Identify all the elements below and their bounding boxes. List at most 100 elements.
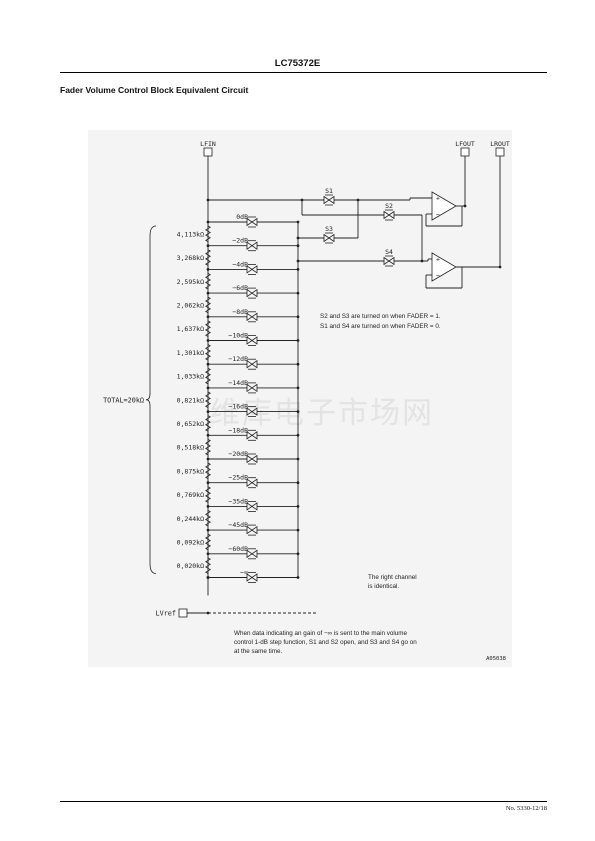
- junction-dot: [206, 268, 210, 271]
- junction-dot: [296, 236, 300, 240]
- junction-dot: [296, 386, 300, 390]
- junction-dot: [206, 433, 210, 437]
- lvref-pin: [178, 608, 188, 618]
- junction-dot: [206, 198, 210, 202]
- header-rule: [60, 72, 547, 73]
- tap-switch: [246, 454, 258, 464]
- lfin-label: LFIN: [200, 140, 216, 148]
- tap-label: −6dB: [232, 284, 248, 292]
- lrout-label: LROUT: [490, 140, 510, 148]
- tap-switch: [246, 265, 258, 274]
- switch-s3-label: S3: [325, 225, 333, 233]
- lrout-pin: [495, 147, 505, 157]
- ladder-resistor: [205, 486, 211, 503]
- resistor-value: 2,595kΩ: [177, 278, 204, 286]
- junction-dot: [296, 362, 300, 366]
- junction-dot: [206, 611, 210, 615]
- tap-label: −35dB: [228, 497, 248, 505]
- tap-label: 0dB: [236, 213, 248, 221]
- tap-label: −8dB: [232, 308, 248, 316]
- tap-switch: [246, 549, 258, 559]
- junction-dot: [300, 198, 304, 202]
- tap-switch: [246, 502, 258, 511]
- junction-dot: [296, 244, 300, 248]
- junction-dot: [296, 481, 300, 485]
- tap-switch: [246, 478, 258, 487]
- resistor-value: 3,268kΩ: [177, 254, 204, 262]
- ladder-resistor: [205, 273, 211, 290]
- junction-dot: [206, 315, 210, 319]
- resistor-value: 1,637kΩ: [177, 325, 204, 333]
- ladder-resistor: [205, 296, 211, 314]
- note-bottom-2: control 1-dB step function, S1 and S2 op…: [234, 639, 417, 646]
- lvref-label: LVref: [156, 610, 176, 618]
- tap-switch: [246, 407, 258, 416]
- resistor-value: 4,113kΩ: [177, 230, 204, 238]
- ladder-resistor: [205, 344, 211, 361]
- junction-dot: [206, 457, 210, 461]
- resistor-value: 1,033kΩ: [177, 373, 204, 381]
- total-resistance-label: TOTAL=20kΩ: [103, 396, 144, 404]
- tap-label: −4dB: [232, 260, 248, 268]
- ladder-resistor: [205, 533, 211, 551]
- junction-dot: [296, 259, 300, 263]
- junction-dot: [206, 220, 210, 224]
- lfout-label: LFOUT: [455, 140, 475, 148]
- resistor-value: 0,652kΩ: [177, 420, 204, 428]
- resistor-value: 0,020kΩ: [177, 562, 204, 570]
- switch-s4-label: S4: [385, 248, 393, 256]
- ladder-resistor: [205, 391, 211, 408]
- tap-switch: [246, 359, 258, 369]
- note-switch-2: S1 and S4 are turned on when FADER = 0.: [320, 323, 441, 330]
- note-right-channel-1: The right channel: [368, 574, 417, 581]
- tap-label: −16dB: [228, 403, 248, 411]
- note-right-channel-2: is identical.: [368, 583, 399, 590]
- ladder-resistor: [205, 438, 211, 456]
- opamp-rear-minus: −: [436, 272, 440, 280]
- ladder-resistor: [205, 225, 211, 243]
- total-bracket: [145, 225, 157, 574]
- switch-s1-label: S1: [325, 187, 333, 195]
- ladder-resistor: [205, 510, 211, 527]
- junction-dot: [356, 198, 360, 202]
- ladder-resistor: [205, 320, 211, 337]
- junction-dot: [206, 386, 210, 390]
- junction-dot: [296, 291, 300, 295]
- footer-rule: [60, 801, 547, 802]
- resistor-value: 0,518kΩ: [177, 444, 204, 452]
- junction-dot: [206, 481, 210, 485]
- note-bottom-3: at the same time.: [234, 648, 283, 655]
- resistor-value: 0,875kΩ: [177, 467, 204, 475]
- lfout-pin: [460, 147, 470, 157]
- junction-dot: [463, 204, 467, 208]
- switch-s3: [323, 233, 335, 243]
- tap-switch: [246, 525, 258, 535]
- junction-dot: [206, 291, 210, 295]
- junction-dot: [296, 576, 300, 579]
- tap-switch: [246, 431, 258, 440]
- junction-dot: [206, 339, 210, 342]
- tap-switch: [246, 241, 258, 250]
- tap-label: −18dB: [228, 426, 248, 434]
- tap-label: −10dB: [228, 332, 248, 340]
- junction-dot: [296, 268, 300, 271]
- ladder-resistor: [205, 367, 211, 385]
- switch-s2: [383, 210, 395, 220]
- junction-dot: [296, 220, 300, 224]
- resistor-value: 2,062kΩ: [177, 301, 204, 309]
- junction-dot: [206, 576, 210, 579]
- tap-switch: [246, 573, 258, 582]
- opamp-rear-plus: +: [436, 256, 440, 264]
- junction-dot: [206, 410, 210, 413]
- junction-dot: [498, 265, 502, 269]
- tap-label: −20dB: [228, 450, 248, 458]
- ladder-resistor: [205, 557, 211, 574]
- junction-dot: [296, 410, 300, 413]
- tap-switch: [246, 336, 258, 345]
- ladder-resistor: [205, 415, 211, 432]
- opamp-rear: [431, 252, 457, 282]
- tap-label: −25dB: [228, 474, 248, 482]
- tap-label: −∞: [240, 569, 248, 577]
- opamp-front-minus: −: [436, 211, 440, 219]
